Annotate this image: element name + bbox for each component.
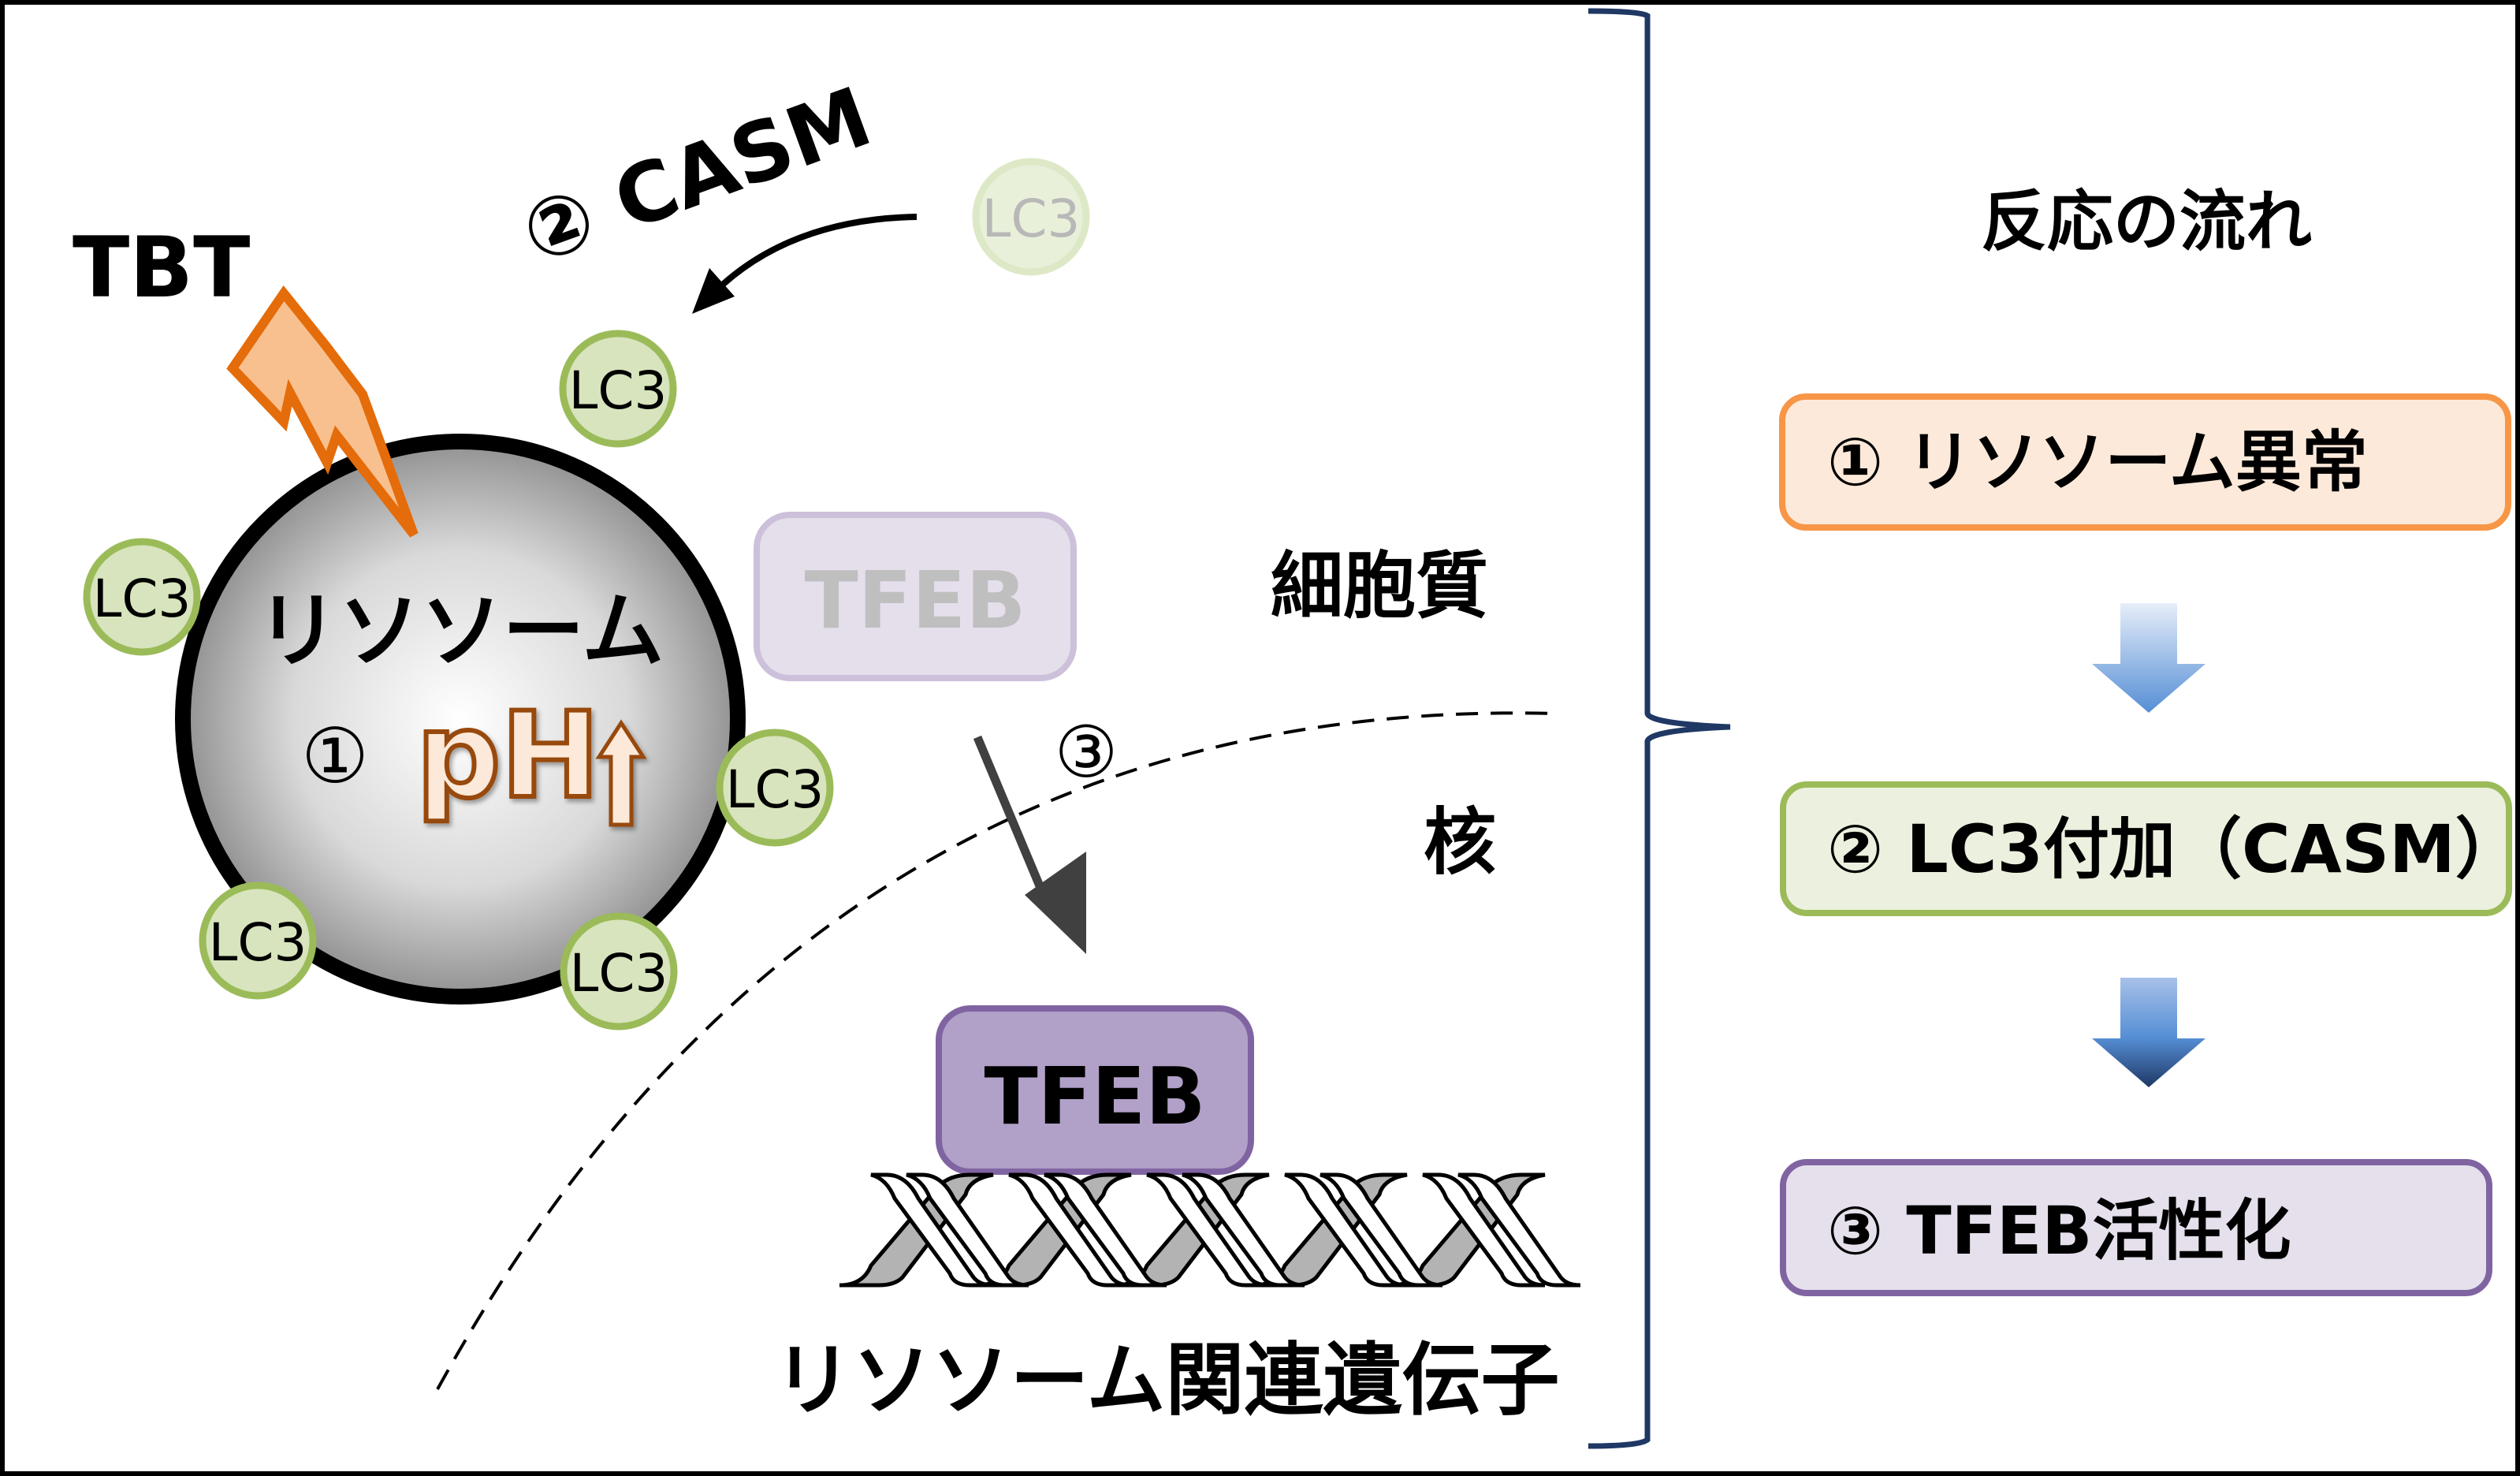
lc3-label: LC3: [93, 568, 192, 629]
step1-marker: ①: [301, 712, 369, 800]
flow-step-1-box: [1779, 393, 2511, 531]
lysosome-body: [175, 434, 746, 1004]
lc3-label: LC3: [569, 360, 668, 421]
flow-arrow-down-2: [2092, 978, 2205, 1087]
ph-label: pH: [416, 688, 600, 825]
dna-strand: [1146, 1172, 1270, 1288]
lc3-bubble: LC3: [559, 330, 677, 448]
casm-arrow: [711, 214, 918, 296]
lc3-bubble: LC3: [560, 912, 678, 1031]
tfeb-inactive-label: TFEB: [804, 554, 1025, 647]
flow-arrow-down-1: [2092, 603, 2205, 713]
dna-strand: [1320, 1172, 1443, 1288]
nucleus-label: 核: [1424, 800, 1496, 885]
casm-arrow-head: [692, 268, 735, 314]
lc3-label: LC3: [570, 943, 668, 1004]
lc3-bubble: LC3: [199, 882, 317, 1000]
flow-title: 反応の流れ: [1981, 183, 2312, 260]
lysosome-label: リソソーム: [257, 583, 664, 679]
lc3-free-label: LC3: [982, 188, 1081, 249]
translocation-arrow: [973, 735, 1053, 909]
lc3-bubble: LC3: [716, 729, 834, 847]
lightning-bolt-icon: [226, 285, 419, 538]
lysosome: リソソーム ① pH: [175, 434, 746, 1004]
dna-strand: [1284, 1172, 1408, 1288]
cytoplasm-label: 細胞質: [1271, 544, 1488, 628]
dna-helix-icon: [839, 1172, 1581, 1288]
lc3-bubble: LC3: [83, 538, 201, 656]
lc3-label: LC3: [209, 912, 307, 973]
gene-label: リソソーム関連遺伝子: [774, 1334, 1560, 1426]
dna-strand: [1044, 1172, 1167, 1288]
lc3-bubble-free: LC3: [972, 158, 1090, 276]
dna-strand: [1422, 1172, 1546, 1288]
nuclear-membrane-dashed-line: [436, 711, 1558, 1390]
lc3-label: LC3: [726, 759, 824, 820]
flow-step-3: ③ TFEB活性化: [1780, 1159, 2492, 1296]
ph-up-arrow-icon: [595, 719, 647, 827]
flow-step-2-label: ② LC3付加（CASM）: [1827, 811, 2520, 888]
tbt-label: TBT: [73, 219, 250, 316]
step3-marker: ③: [1055, 711, 1119, 794]
flow-step-2: ② LC3付加（CASM）: [1780, 781, 2520, 916]
dna-strand: [1457, 1172, 1581, 1288]
flow-step-1: ① リソソーム異常: [1779, 393, 2511, 531]
dna-strand: [1182, 1172, 1305, 1288]
flow-step-3-box: [1780, 1159, 2492, 1296]
tfeb-inactive-box: TFEB: [754, 512, 1077, 681]
bracket: [1588, 8, 1731, 1449]
dna-strand: [906, 1172, 1029, 1288]
translocation-arrow-head: [1025, 852, 1086, 954]
flow-step-2-box: [1780, 781, 2512, 916]
flow-step-3-label: ③ TFEB活性化: [1827, 1192, 2291, 1269]
dna-strand: [870, 1172, 994, 1288]
flow-step-1-label: ① リソソーム異常: [1827, 423, 2368, 501]
tfeb-active-box: TFEB: [936, 1005, 1254, 1175]
tfeb-active-label: TFEB: [984, 1050, 1205, 1142]
dna-strand: [1008, 1172, 1132, 1288]
